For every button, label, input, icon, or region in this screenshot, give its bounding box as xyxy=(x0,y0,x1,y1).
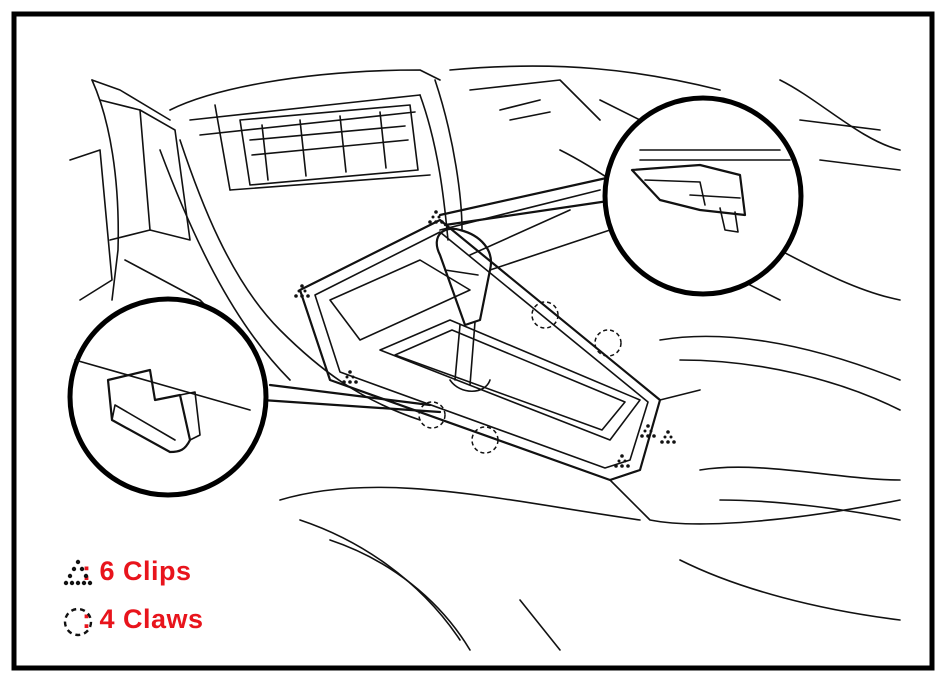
left-pillar xyxy=(69,79,261,361)
claw-marker xyxy=(471,426,499,454)
clip-marker xyxy=(428,210,444,224)
claw-marker xyxy=(418,401,446,429)
center-stack xyxy=(159,69,463,421)
left-leader-line xyxy=(260,398,442,414)
diagram-frame xyxy=(11,11,935,671)
console-bezel xyxy=(279,189,901,651)
shift-lever xyxy=(435,227,493,393)
clip-detail-callout xyxy=(602,95,804,297)
clip-marker xyxy=(640,424,656,438)
claw-markers xyxy=(418,301,622,454)
claw-marker xyxy=(594,329,622,357)
clip-marker xyxy=(294,284,310,298)
clip-marker xyxy=(660,430,676,444)
claws-label: : 4 Claws xyxy=(82,604,204,634)
dotted-triangle-icon xyxy=(63,559,93,586)
dashed-circle-icon xyxy=(63,607,93,637)
claw-marker xyxy=(531,301,559,329)
clip-markers xyxy=(294,210,676,468)
legend-claws: : 4 Claws xyxy=(58,604,204,637)
legend-clips: : 6 Clips xyxy=(58,556,192,587)
clips-label: : 6 Clips xyxy=(82,556,192,586)
clip-marker xyxy=(342,370,358,384)
claw-detail-callout xyxy=(67,296,269,498)
clip-marker xyxy=(614,454,630,468)
